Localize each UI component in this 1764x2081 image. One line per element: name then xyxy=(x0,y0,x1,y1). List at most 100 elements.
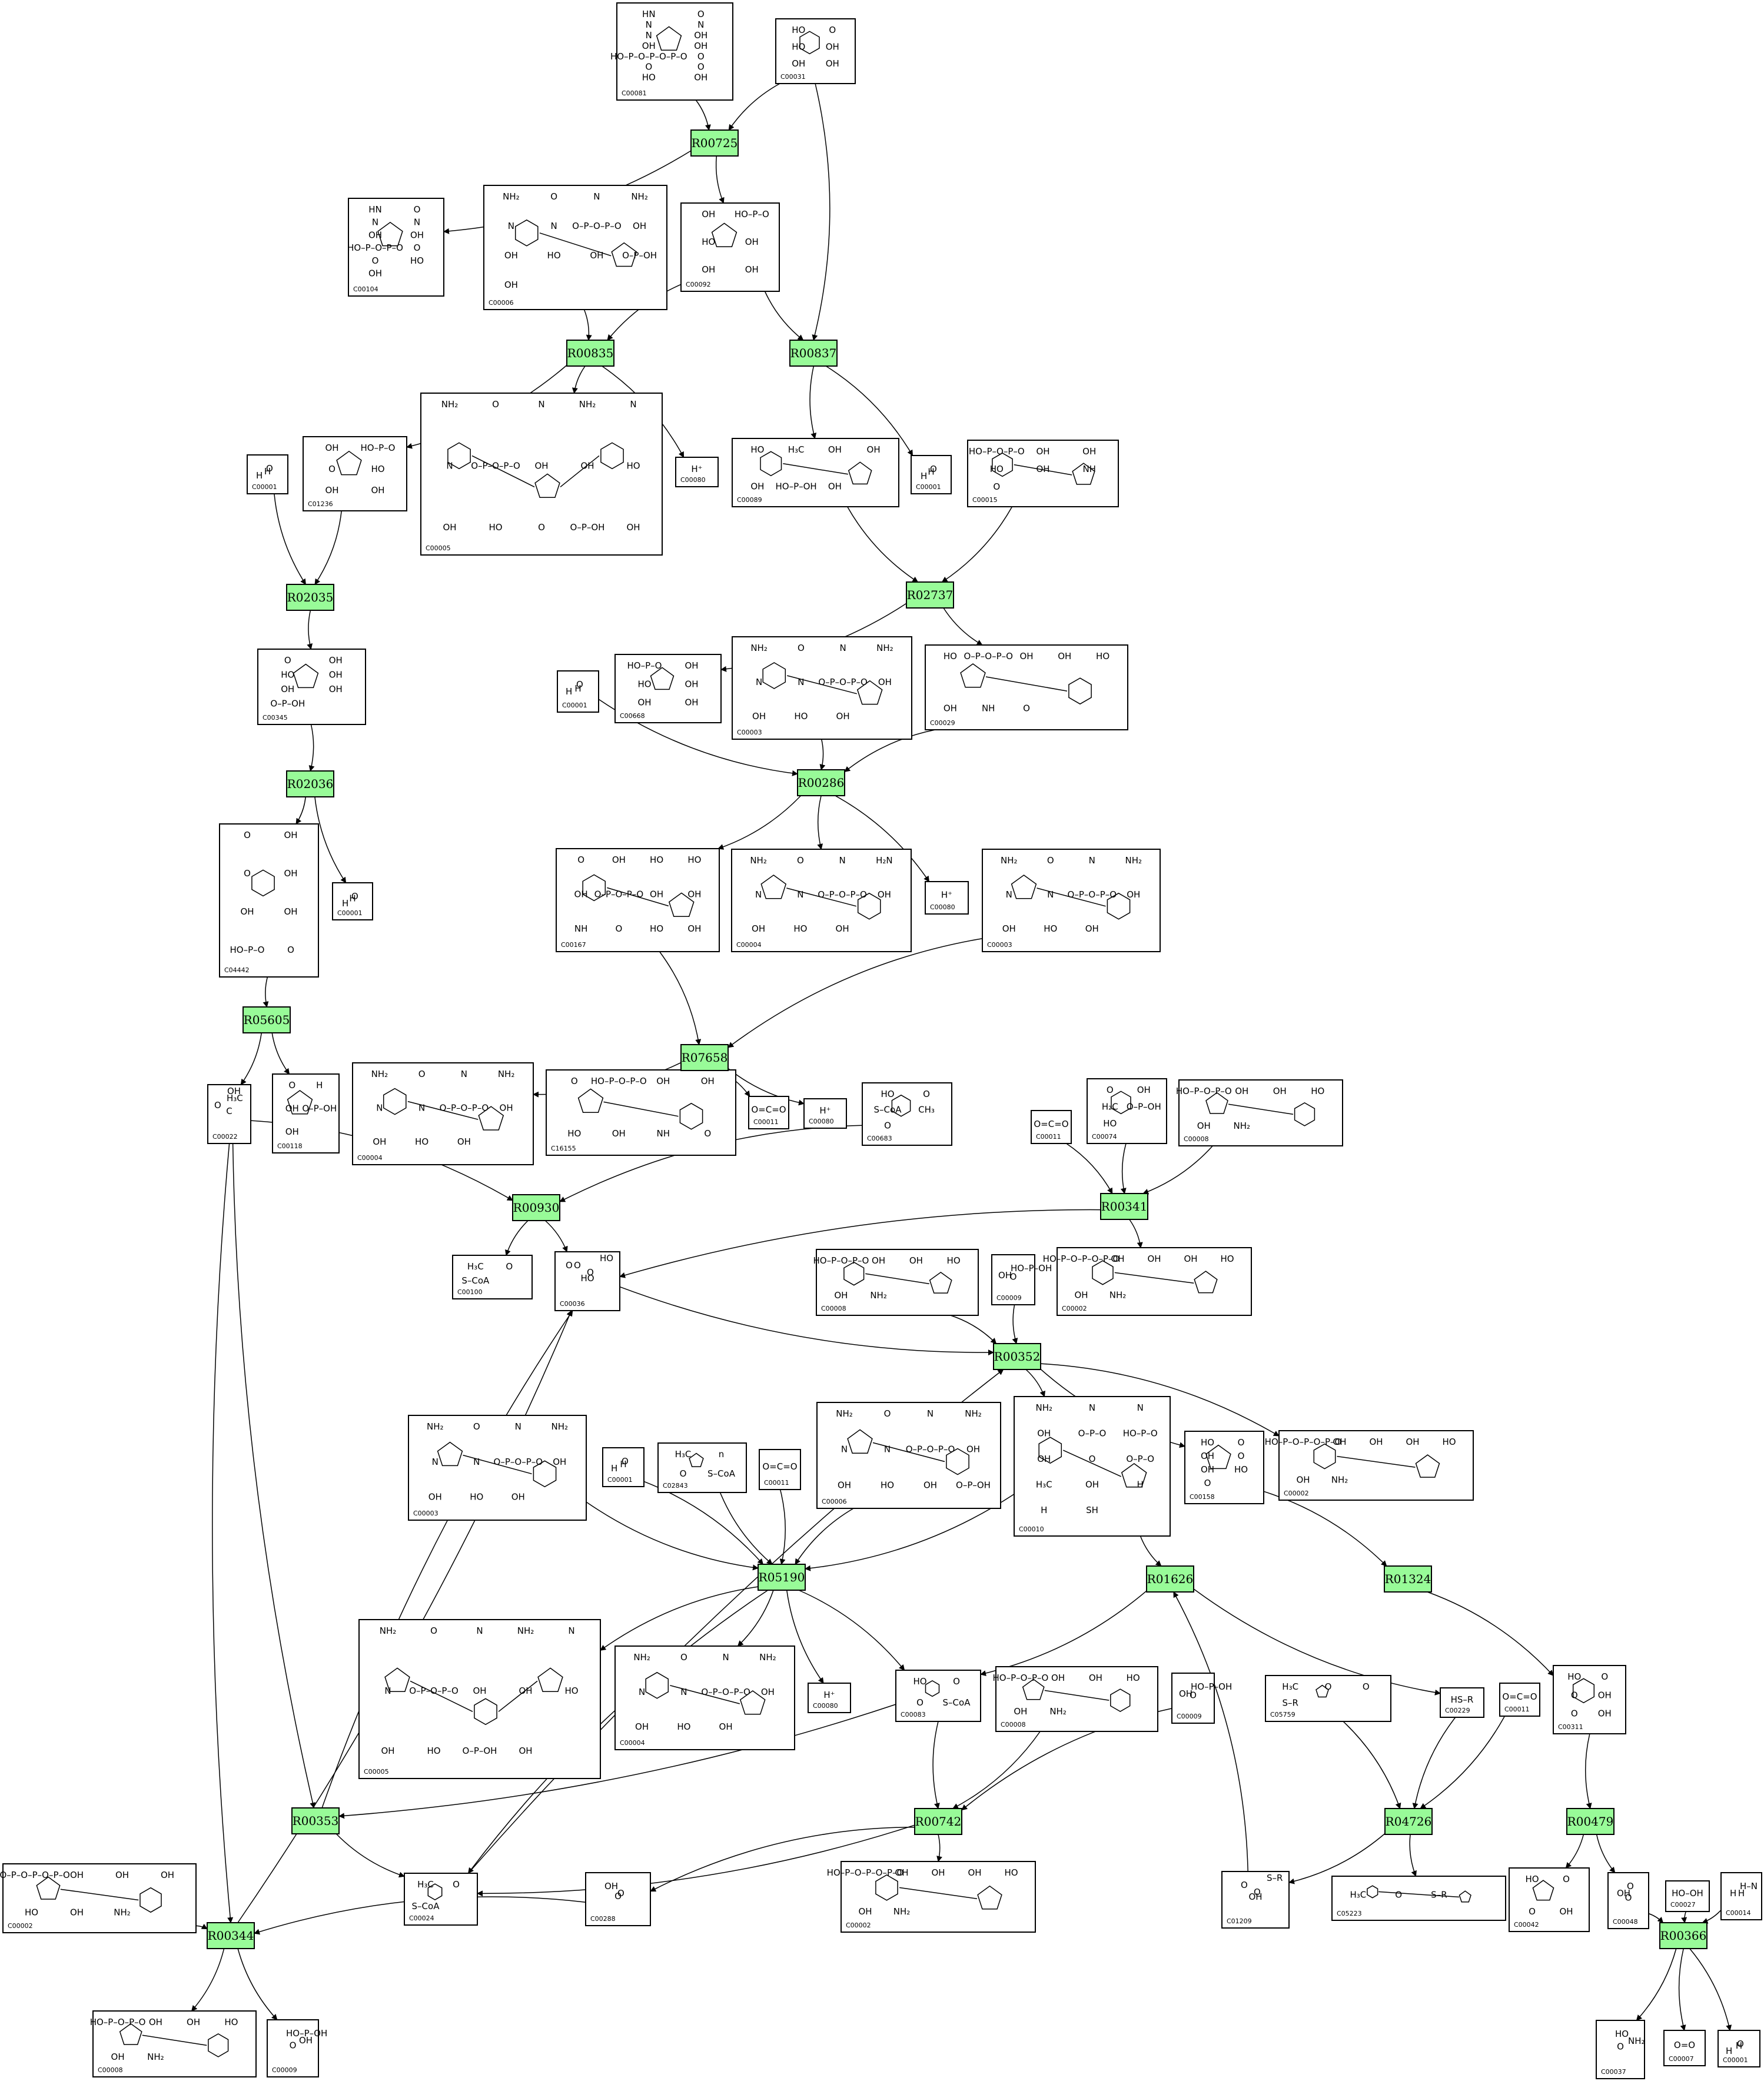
reaction-node[interactable]: R05605 xyxy=(242,1006,291,1033)
pathway-arrow xyxy=(943,607,983,646)
reaction-node[interactable]: R00341 xyxy=(1100,1193,1148,1220)
reaction-node[interactable]: R00286 xyxy=(797,769,845,796)
compound-node[interactable]: H⁺C00080 xyxy=(925,881,969,915)
reaction-node[interactable]: R02036 xyxy=(286,770,334,797)
reaction-node[interactable]: R02737 xyxy=(906,581,954,609)
reaction-node[interactable]: R07658 xyxy=(680,1044,729,1071)
reaction-node[interactable]: R00742 xyxy=(914,1808,962,1835)
reaction-node[interactable]: R01324 xyxy=(1384,1565,1432,1593)
compound-node[interactable]: H⁺C00080 xyxy=(675,457,719,487)
reaction-node[interactable]: R00837 xyxy=(789,340,838,367)
molecule-ring xyxy=(537,1667,563,1692)
reaction-node[interactable]: R00352 xyxy=(993,1343,1041,1370)
reaction-node[interactable]: R00725 xyxy=(690,129,739,157)
atom-label: OH xyxy=(687,923,701,934)
reaction-node[interactable]: R00930 xyxy=(512,1194,560,1221)
reaction-node[interactable]: R00353 xyxy=(291,1807,340,1834)
atom-label: HO–P–OH xyxy=(775,481,816,492)
reaction-node[interactable]: R01626 xyxy=(1146,1565,1194,1593)
compound-node[interactable]: H⁺C00080 xyxy=(803,1098,847,1129)
atom-label: n xyxy=(719,1449,725,1460)
reaction-node[interactable]: R02035 xyxy=(286,584,334,611)
compound-node[interactable]: H⁺C00080 xyxy=(808,1683,851,1713)
atom-label: OH xyxy=(966,1444,980,1455)
reaction-node[interactable]: R00479 xyxy=(1566,1808,1614,1835)
reaction-node[interactable]: R00344 xyxy=(207,1922,255,1949)
reaction-box xyxy=(1659,1922,1707,1949)
reaction-node[interactable]: R00835 xyxy=(566,340,614,367)
reaction-node[interactable]: R04726 xyxy=(1384,1808,1433,1835)
reaction-node[interactable]: R05190 xyxy=(758,1564,806,1591)
compound-id-label: C00167 xyxy=(561,941,586,949)
reaction-node[interactable]: R00366 xyxy=(1659,1922,1707,1949)
